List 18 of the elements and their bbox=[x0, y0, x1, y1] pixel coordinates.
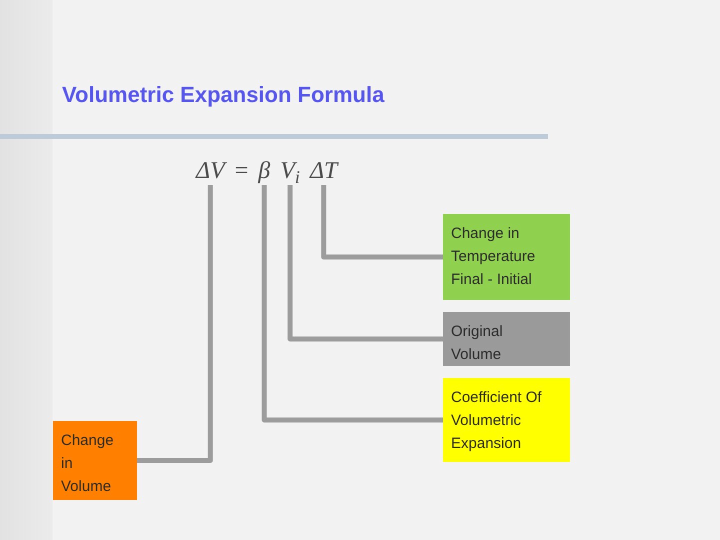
formula-operator: = bbox=[234, 157, 248, 185]
callout-box bbox=[53, 421, 137, 500]
formula-term: ΔV bbox=[196, 157, 225, 185]
slide-title: Volumetric Expansion Formula bbox=[62, 81, 384, 109]
leader-line bbox=[288, 185, 443, 342]
formula-term: V$_{i}$ bbox=[280, 157, 300, 185]
leader-line bbox=[321, 185, 443, 260]
leader-line bbox=[137, 185, 213, 463]
callout-box bbox=[443, 312, 570, 366]
formula-term: β bbox=[258, 157, 270, 185]
callout-text: Coefficient Of Volumetric Expansion bbox=[451, 388, 543, 454]
formula-term: ΔT bbox=[310, 157, 338, 185]
callout-text: Change in Temperature Final - Initial bbox=[451, 224, 536, 290]
callout-text: Original Volume bbox=[451, 322, 504, 365]
leader-line bbox=[262, 185, 443, 422]
callout-box bbox=[443, 214, 570, 300]
callout-box bbox=[443, 378, 570, 462]
callout-text: Change in Volume bbox=[61, 431, 115, 497]
